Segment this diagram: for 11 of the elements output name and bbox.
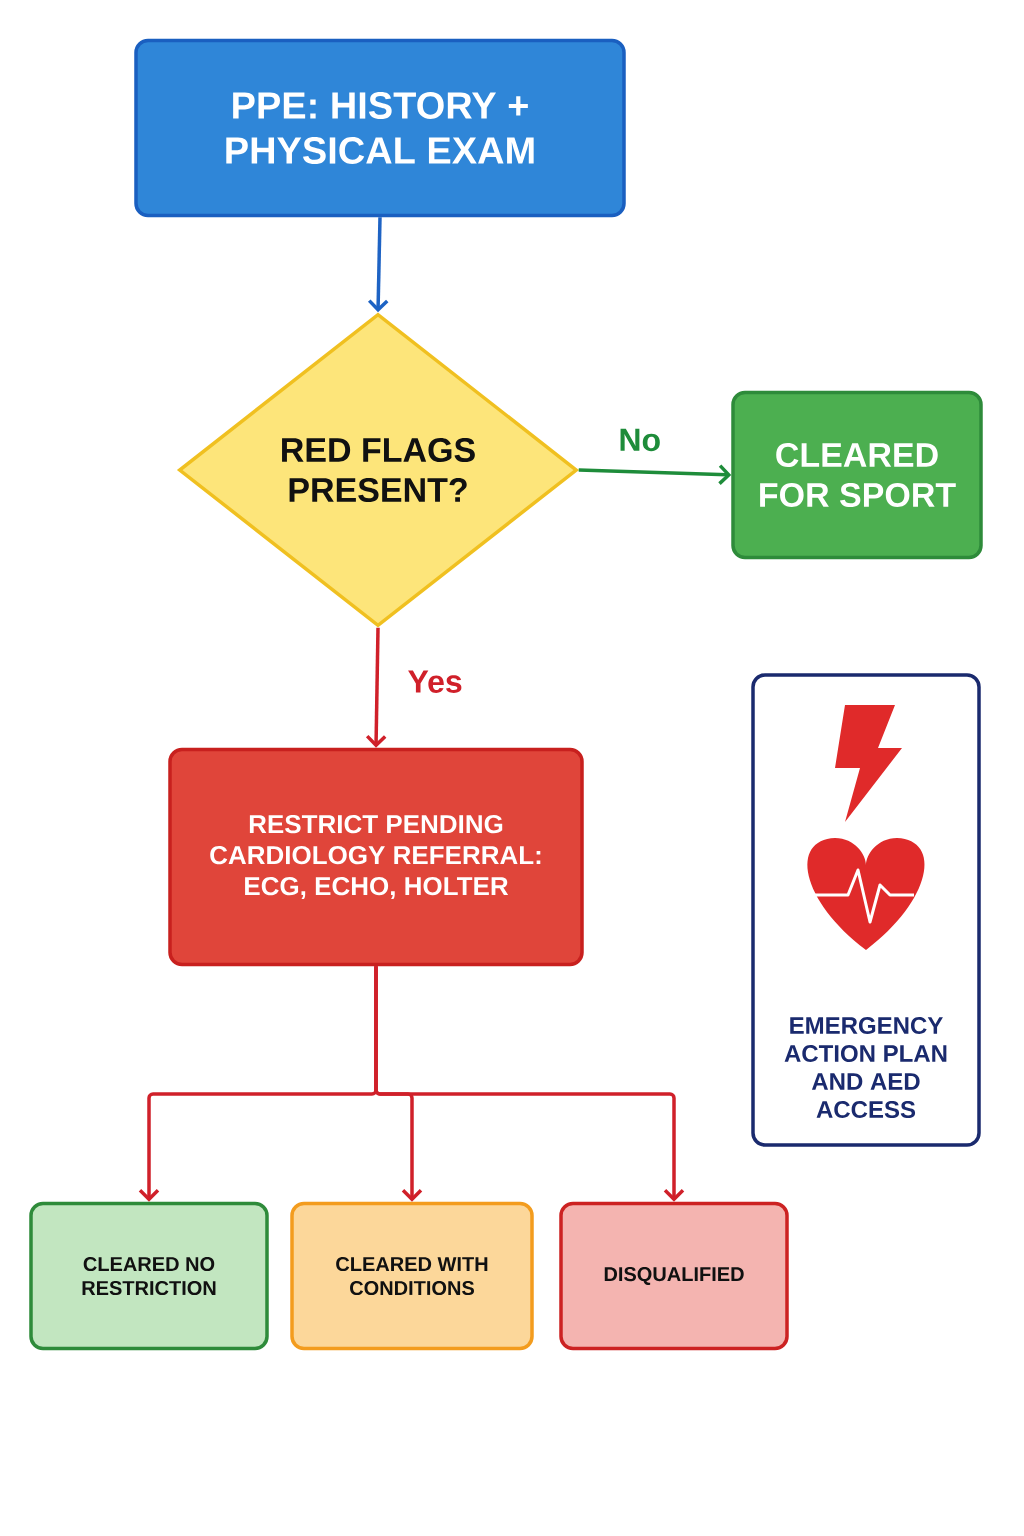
arrow [578,464,732,485]
edge-label: No [616,426,664,454]
process-box: CLEARED FOR SPORT [731,390,983,560]
process-box: RESTRICT PENDING CARDIOLOGY REFERRAL: ECG, ECHO, HOLTER [168,747,584,967]
process-box: DISQUALIFIED [559,1201,789,1351]
arrow [365,627,387,748]
arrow [374,966,685,1202]
arrow [367,217,389,313]
process-box: CLEARED WITH CONDITIONS [290,1201,534,1351]
process-box: CLEARED NO RESTRICTION [29,1201,269,1351]
process-box: PPE: HISTORY + PHYSICAL EXAM [134,38,626,218]
